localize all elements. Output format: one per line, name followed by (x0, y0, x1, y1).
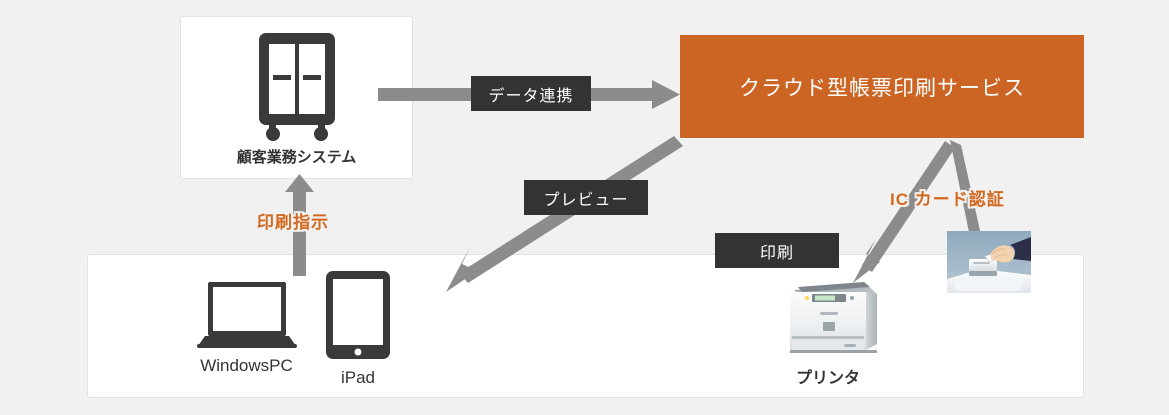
badge-preview: プレビュー (524, 180, 648, 215)
ic-card-reader-photo (947, 231, 1031, 293)
node-printer: プリンタ (768, 278, 888, 388)
badge-preview-label: プレビュー (543, 191, 629, 209)
node-customer-system-caption: 顧客業務システム (236, 149, 357, 166)
laptop-icon (196, 280, 297, 348)
node-ipad: iPad (313, 270, 403, 388)
cloud-service-box[interactable]: クラウド型帳票印刷サービス (680, 35, 1084, 138)
tablet-icon (325, 270, 391, 360)
node-windowspc-caption: WindowsPC (200, 356, 293, 375)
node-customer-system: 顧客業務システム (180, 30, 413, 167)
label-print-instruction: 印刷指示 (257, 213, 329, 232)
badge-print-label: 印刷 (759, 244, 794, 262)
server-rack-icon (255, 30, 339, 142)
badge-data-linkage: データ連携 (471, 76, 591, 111)
cloud-service-label: クラウド型帳票印刷サービス (739, 76, 1025, 100)
badge-print: 印刷 (715, 233, 839, 268)
label-ic-card-auth: IC カード認証 (890, 190, 1005, 209)
node-ipad-caption: iPad (340, 368, 376, 387)
printer-photo (774, 278, 882, 362)
node-printer-caption: プリンタ (795, 370, 860, 387)
node-windowspc: WindowsPC (180, 280, 313, 376)
badge-data-linkage-label: データ連携 (488, 87, 574, 105)
